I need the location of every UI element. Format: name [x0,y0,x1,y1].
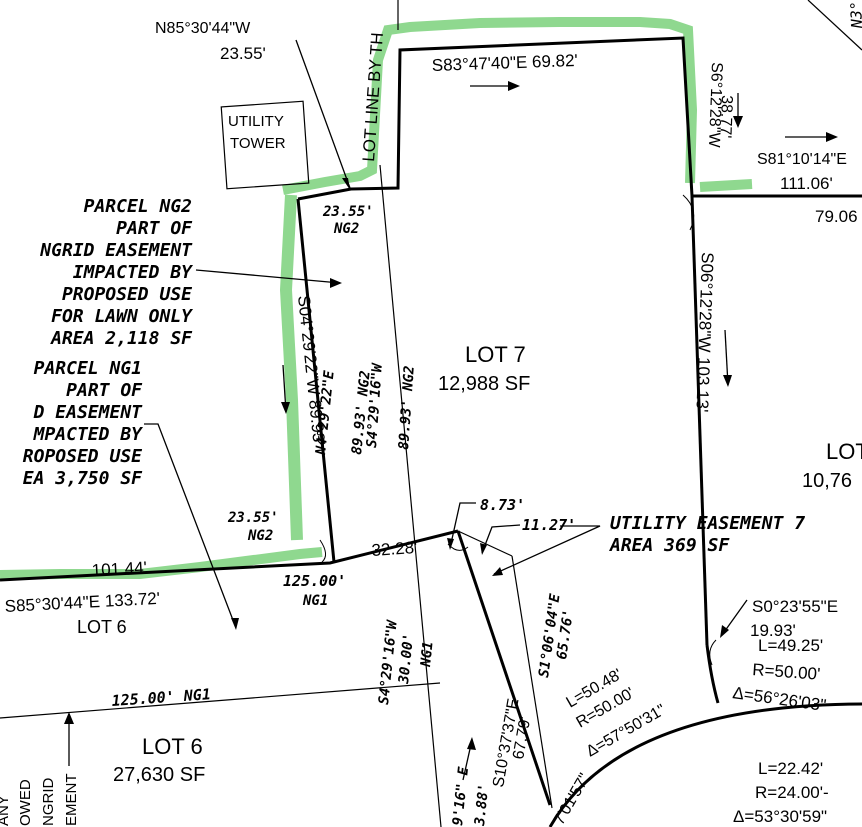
svg-text:Δ=56°26'03": Δ=56°26'03" [731,683,827,715]
ng2-top-dist: 23.55' [322,204,374,220]
dist-s0: 19.93' [750,621,796,640]
arrowheads [64,81,838,750]
ng1-tag: NG1 [302,593,328,609]
svg-text:NGRID: NGRID [40,778,57,827]
dist-s1: 65.76' [554,608,577,660]
dist-7906: 79.06 [815,207,858,226]
frag-916: 9'16" E [450,765,472,826]
dist-s6-top: 38.77' [716,95,734,139]
dist-s81: 111.06' [780,174,833,193]
svg-text:UTILITY EASEMENT 7: UTILITY EASEMENT 7 [610,513,805,534]
bearing-s83: S83°47'40"E 69.82' [431,51,578,75]
bearing-s6-top: S6°12'28"W [705,62,725,149]
dist-3228: 32.28' [371,538,418,560]
curve-c3-label: L=22.42' R=24.00'- Δ=53°30'59" [733,759,829,826]
svg-text:PARCEL NG1: PARCEL NG1 [34,358,142,379]
lot6-top-label: LOT 6 [77,617,127,637]
dist-10144: 101.44' [91,558,147,580]
ng1-bottom-dist: 125.00' NG1 [111,685,211,710]
ng1-dist: 125.00' [283,572,346,590]
curve-c2-label: L=49.25' R=50.00' Δ=56°26'03" [731,636,827,715]
dist-s4-inner: 89.93' NG2 [396,365,418,450]
bearing-s4-inner: S4°29'16"W [364,362,386,449]
frag-0157: 7'01'57" [551,771,594,827]
svg-text:D EASEMENT: D EASEMENT [33,402,144,423]
bottom-left-note: ANY OWED NGRID EMENT [0,774,80,827]
right-lot-name: LOT [826,439,862,464]
dist-1127: 11.27' [522,516,576,534]
lot6-name: LOT 6 [142,734,203,759]
svg-text:EMENT: EMENT [63,774,80,827]
svg-text:MPACTED BY: MPACTED BY [33,424,144,445]
lot-boundary-lines [0,36,862,827]
dist-s4-ng1: 30.00' [396,632,417,685]
lot7-name: LOT 7 [465,342,526,367]
svg-text:FOR LAWN ONLY: FOR LAWN ONLY [51,306,193,327]
ng2-mid-dist: 23.55' [227,510,279,526]
svg-text:PROPOSED USE: PROPOSED USE [62,284,192,305]
svg-text:OWED: OWED [17,779,34,826]
svg-text:ANY: ANY [0,795,12,826]
frag-388: 3.88' [472,783,492,827]
lot6-area: 27,630 SF [113,764,205,786]
lot7-area: 12,988 SF [438,373,530,395]
bearing-s0: S0°23'55"E [752,597,838,616]
svg-text:EA 3,750 SF: EA 3,750 SF [23,468,143,489]
leader-lines [68,39,832,781]
svg-text:R=50.00': R=50.00' [752,660,821,684]
right-lot-area: 10,76 [802,470,852,492]
svg-text:AREA 2,118 SF: AREA 2,118 SF [50,328,193,349]
ng2-mid-tag: NG2 [247,528,273,544]
ng2-top-tag: NG2 [333,221,359,237]
lot-line-note: LOT LINE BY TH [359,32,387,162]
svg-text:PART OF: PART OF [116,218,193,239]
utility-easement-callout: UTILITY EASEMENT 7 AREA 369 SF [609,513,805,556]
tag-s4-ng1: NG1 [418,641,437,669]
svg-text:L=22.42': L=22.42' [758,759,823,778]
svg-text:PART OF: PART OF [66,380,143,401]
svg-text:PARCEL NG2: PARCEL NG2 [84,196,192,217]
svg-text:ROPOSED USE: ROPOSED USE [23,446,142,467]
svg-text:NGRID EASEMENT: NGRID EASEMENT [39,240,193,261]
dist-n85-top: 23.55' [220,44,266,63]
svg-text:Δ=53°30'59": Δ=53°30'59" [733,807,827,826]
parcel-ng1-callout: PARCEL NG1 PART OF D EASEMENT MPACTED BY… [23,358,143,489]
svg-text:TOWER: TOWER [230,135,286,152]
svg-text:AREA 369 SF: AREA 369 SF [609,535,730,556]
dist-873: 8.73' [480,496,525,514]
svg-text:R=24.00'-: R=24.00'- [755,783,829,802]
bearing-s85-bottom: S85°30'44"E 133.72' [4,589,160,616]
utility-tower-label: UTILITY TOWER [228,113,286,152]
bearing-n3: N3°13'54"E [845,0,862,29]
bearing-n85-top: N85°30'44"W [155,20,251,37]
bearing-s4-ng1: S4°29'16"W [376,618,401,705]
curve-c1-label: L=50.48' R=50.00' Δ=57°50'31" [564,666,669,760]
parcel-ng2-callout: PARCEL NG2 PART OF NGRID EASEMENT IMPACT… [39,196,193,349]
bearing-s81: S81°10'14"E [757,151,847,168]
svg-text:L=49.25': L=49.25' [758,636,823,655]
svg-text:UTILITY: UTILITY [228,113,284,130]
svg-text:IMPACTED BY: IMPACTED BY [73,262,193,283]
